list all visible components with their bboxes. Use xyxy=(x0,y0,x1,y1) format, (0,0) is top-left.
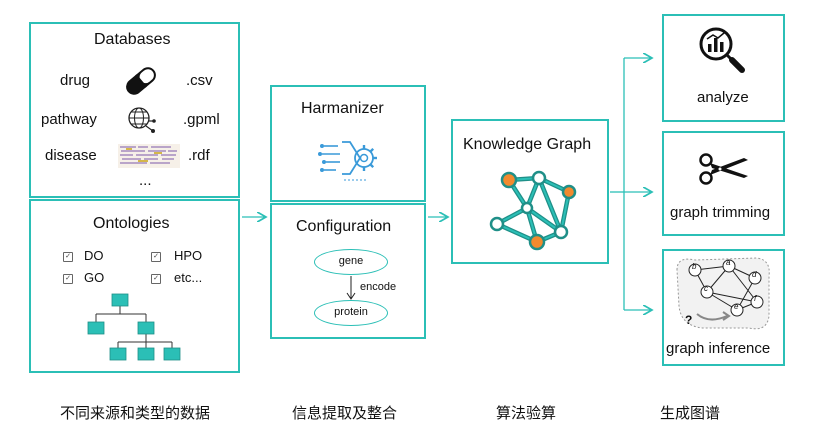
inference-node-e: e xyxy=(734,302,739,311)
knowledge-graph-network-icon xyxy=(489,170,577,251)
config-node-gene: gene xyxy=(314,249,388,275)
ontology-item-do: DO xyxy=(84,248,104,263)
graph-inference-label: graph inference xyxy=(666,340,771,357)
ontology-item-hpo: HPO xyxy=(174,248,203,263)
scissors-icon xyxy=(699,153,748,185)
config-edge-arrow xyxy=(346,276,356,300)
inference-node-b: b xyxy=(692,262,697,271)
checkbox-icon: ✓ xyxy=(151,274,161,284)
disease-document-image xyxy=(118,144,180,168)
harmonizer-gear-icon xyxy=(318,141,377,181)
graph-trimming-box xyxy=(662,131,785,236)
ontologies-box xyxy=(29,199,240,373)
harmanizer-box xyxy=(270,85,426,202)
ontologies-title: Ontologies xyxy=(93,215,170,232)
database-more: ... xyxy=(139,172,152,189)
inference-node-f: f xyxy=(754,294,757,303)
database-name-drug: drug xyxy=(60,72,91,89)
knowledge-graph-title: Knowledge Graph xyxy=(463,136,592,153)
checkbox-icon: ✓ xyxy=(63,274,73,284)
configuration-title: Configuration xyxy=(296,218,392,235)
database-format-csv: .csv xyxy=(186,72,213,89)
caption-algorithm: 算法验算 xyxy=(496,404,557,422)
ontology-item-etc: etc... xyxy=(174,270,203,285)
config-edge-label: encode xyxy=(360,281,397,293)
caption-data-sources: 不同来源和类型的数据 xyxy=(60,404,211,422)
databases-title: Databases xyxy=(94,31,171,48)
inference-node-c: c xyxy=(704,284,708,293)
caption-extraction: 信息提取及整合 xyxy=(292,404,398,422)
inference-node-a: a xyxy=(726,258,731,267)
ontology-item-go: GO xyxy=(84,270,105,285)
database-format-gpml: .gpml xyxy=(183,111,220,128)
magnifier-chart-icon xyxy=(699,27,745,73)
hierarchy-tree-icon xyxy=(87,293,181,361)
caption-generate-graph: 生成图谱 xyxy=(660,404,721,422)
inference-question-mark: ? xyxy=(685,313,693,327)
inference-nodes xyxy=(688,259,764,317)
graph-trimming-label: graph trimming xyxy=(670,204,771,221)
database-name-pathway: pathway xyxy=(41,111,97,128)
network-globe-icon xyxy=(128,107,156,133)
checkbox-icon: ✓ xyxy=(63,252,73,262)
pill-icon xyxy=(126,67,156,95)
inference-node-d: d xyxy=(752,270,757,279)
database-format-rdf: .rdf xyxy=(188,147,210,164)
checkbox-icon: ✓ xyxy=(151,252,161,262)
analyze-label: analyze xyxy=(697,89,749,106)
databases-box xyxy=(29,22,240,198)
config-node-protein: protein xyxy=(314,300,388,326)
harmanizer-title: Harmanizer xyxy=(301,100,384,117)
database-name-disease: disease xyxy=(45,147,97,164)
